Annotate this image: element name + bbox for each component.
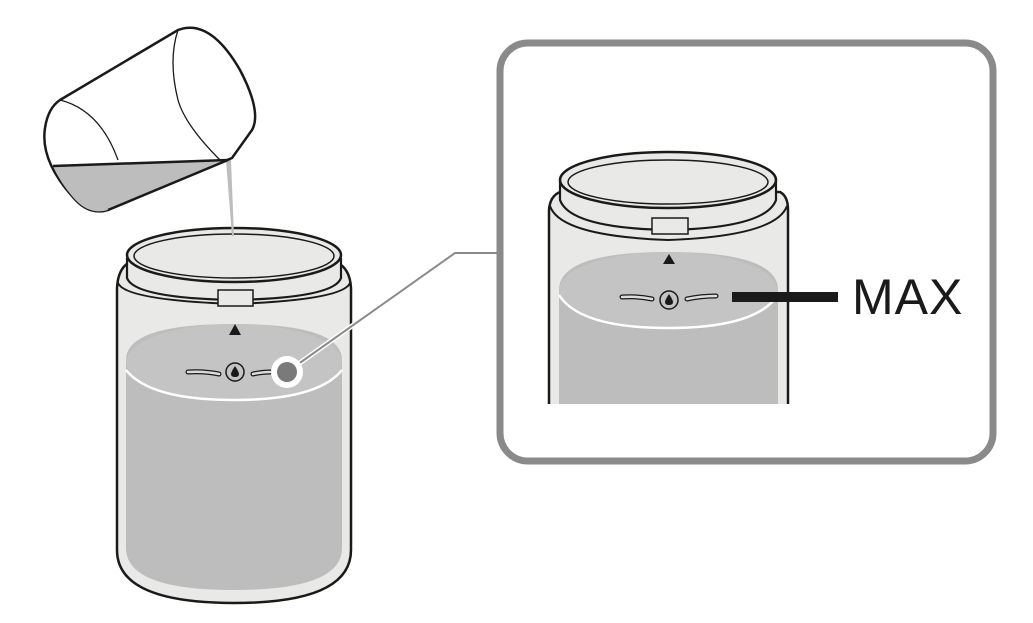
water-drop-icon (231, 366, 239, 377)
water-stream (226, 160, 234, 236)
tank-water-surface (126, 324, 342, 400)
cup-inner-curve-back (172, 29, 221, 161)
zoomed-tank-shoulder (549, 205, 788, 242)
tank-lid-latch (217, 289, 254, 307)
measuring-cup (43, 26, 257, 213)
callout-box: MAX (496, 39, 997, 465)
water-tank (115, 226, 353, 605)
cup-liquid (53, 160, 228, 212)
water-drop-icon (665, 294, 673, 305)
cup-liquid-surface (52, 158, 229, 168)
triangle-up-icon (229, 324, 241, 335)
tank-water-rim (125, 369, 343, 402)
zoomed-tank (547, 150, 790, 404)
zoomed-tank-water-rim (557, 294, 780, 330)
marker-dot (277, 362, 297, 382)
zoomed-tank-water-surface (559, 252, 777, 328)
cup-inner-curve-front (59, 99, 119, 161)
triangle-up-icon (663, 254, 675, 264)
zoomed-tank-lid-latch (651, 217, 689, 235)
zoomed-tank-lid-inner (567, 159, 769, 205)
callout-leader (271, 250, 498, 388)
tank-lid-inner (133, 233, 335, 279)
max-indicator-bar (732, 292, 838, 302)
max-label: MAX (852, 269, 963, 325)
